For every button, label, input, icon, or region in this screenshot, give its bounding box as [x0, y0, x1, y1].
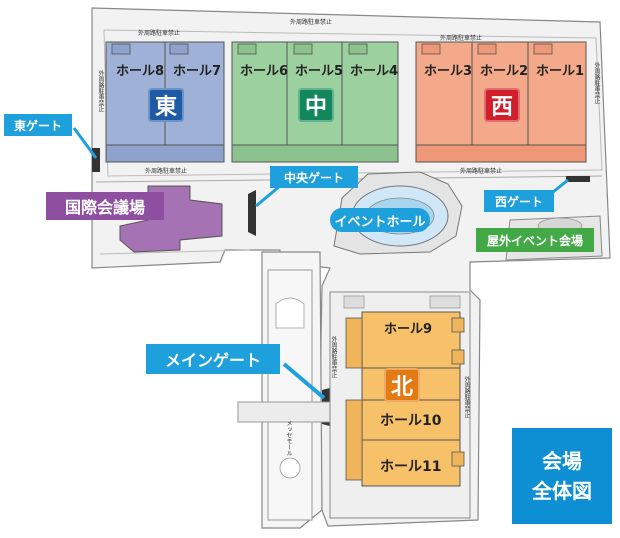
map-title-line1: 会場 — [542, 449, 582, 473]
main-gate-pointer — [282, 362, 326, 400]
west-gate-marker — [566, 176, 590, 182]
central-gate-pointer — [255, 184, 281, 208]
main-gate-label: メインゲート — [146, 344, 280, 374]
north-halls-area — [329, 291, 471, 519]
west-halls-area — [415, 41, 587, 163]
hall-5-label: ホール5 — [295, 64, 344, 79]
no-parking-note-left: 外周路駐車禁止 — [97, 70, 104, 112]
east-gate-marker — [92, 148, 100, 172]
map-title-box: 会場 全体図 — [512, 428, 612, 524]
hall-11-label: ホール11 — [380, 459, 442, 475]
east-gate-pointer — [72, 127, 98, 159]
central-area-tag: 中 — [298, 88, 334, 122]
no-parking-note-north-right: 外周路駐車禁止 — [463, 376, 470, 418]
east-area-tag: 東 — [148, 88, 184, 122]
hall-8-label: ホール8 — [116, 64, 165, 79]
conference-center-label: 国際会議場 — [46, 192, 164, 220]
messe-mall-label: メッセモール — [285, 420, 292, 456]
map-title-line2: 全体図 — [532, 479, 592, 503]
no-parking-note-middle: 外周路駐車禁止 — [145, 168, 188, 175]
event-hall-label: イベントホール — [330, 208, 430, 232]
no-parking-note-top-east: 外周路駐車禁止 — [138, 30, 181, 37]
hall-2-label: ホール2 — [480, 64, 529, 79]
central-halls-area — [231, 41, 399, 163]
hall-10-label: ホール10 — [380, 413, 442, 429]
hall-1-label: ホール1 — [536, 64, 585, 79]
central-gate-label: 中央ゲート — [270, 166, 358, 188]
east-gate-label: 東ゲート — [4, 114, 72, 136]
no-parking-note-north-left: 外周路駐車禁止 — [330, 336, 337, 378]
hall-7-label: ホール7 — [173, 64, 222, 79]
west-area-tag: 西 — [484, 88, 520, 122]
hall-3-label: ホール3 — [424, 64, 473, 79]
hall-4-label: ホール4 — [350, 64, 399, 79]
no-parking-note-top-west: 外周路駐車禁止 — [440, 35, 483, 42]
north-area-tag: 北 — [384, 368, 420, 402]
no-parking-note-middle-west: 外周路駐車禁止 — [460, 168, 503, 175]
hall-9-label: ホール9 — [384, 322, 433, 337]
conference-building — [119, 185, 223, 253]
hall-6-label: ホール6 — [240, 64, 289, 79]
west-gate-label: 西ゲート — [484, 190, 554, 212]
no-parking-note-top: 外周路駐車禁止 — [290, 19, 333, 26]
central-gate-marker — [248, 190, 256, 236]
outdoor-event-area-label: 屋外イベント会場 — [476, 228, 594, 252]
no-parking-note-right: 外周路駐車禁止 — [593, 62, 600, 104]
